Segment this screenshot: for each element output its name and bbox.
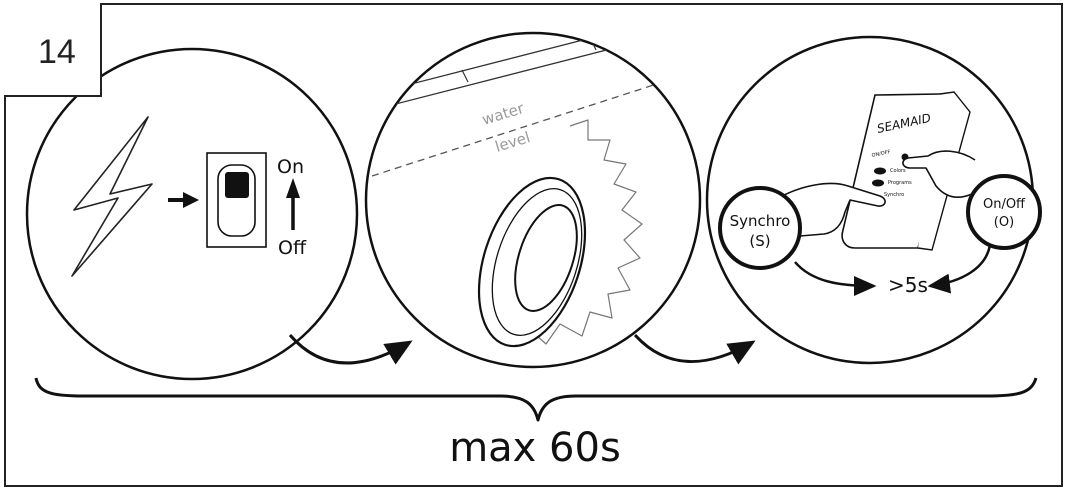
remote-colors-button — [874, 167, 886, 175]
remote-onoff-label: ON/OFF — [871, 149, 891, 159]
onoff-button-callout: On/Off (O) — [966, 174, 1042, 250]
onoff-button-label-line1: On/Off — [983, 197, 1026, 212]
pool-light-icon — [477, 176, 587, 348]
power-switch-icon — [206, 152, 267, 248]
left-hand-icon — [774, 182, 886, 237]
switch-off-label: Off — [278, 237, 307, 259]
switch-on-label: On — [277, 156, 304, 178]
panel-power-circle — [25, 47, 359, 381]
arrow-up-icon — [286, 178, 300, 230]
synchro-button-label-line1: Synchro — [730, 212, 791, 230]
connector-arrow-2 — [633, 333, 756, 365]
connector-arrow-1 — [288, 334, 413, 365]
synchro-button-callout: Synchro (S) — [718, 186, 802, 270]
arrow-right-icon — [168, 192, 199, 208]
remote-synchro-label: Synchro — [884, 192, 904, 198]
right-hand-icon — [902, 150, 976, 199]
step-number-box: 14 — [4, 3, 102, 97]
diagram-frame — [4, 3, 1063, 487]
total-time-label: max 60s — [449, 425, 621, 471]
synchro-button-label-line2: (S) — [749, 232, 770, 250]
step-number: 14 — [38, 33, 76, 71]
remote-programs-button — [872, 179, 884, 187]
onoff-arrow — [927, 244, 992, 294]
remote-control: SEAMAID ON/OFF Colors Programs Synchro — [774, 91, 976, 251]
remote-colors-label: Colors — [890, 168, 906, 174]
lightning-icon — [71, 116, 153, 277]
onoff-button-label-line2: (O) — [994, 215, 1014, 230]
glow-burst — [507, 119, 643, 345]
synchro-arrow — [794, 261, 877, 296]
hold-time-label: >5s — [888, 273, 928, 297]
time-brace — [34, 377, 1038, 422]
remote-programs-label: Programs — [888, 180, 912, 186]
